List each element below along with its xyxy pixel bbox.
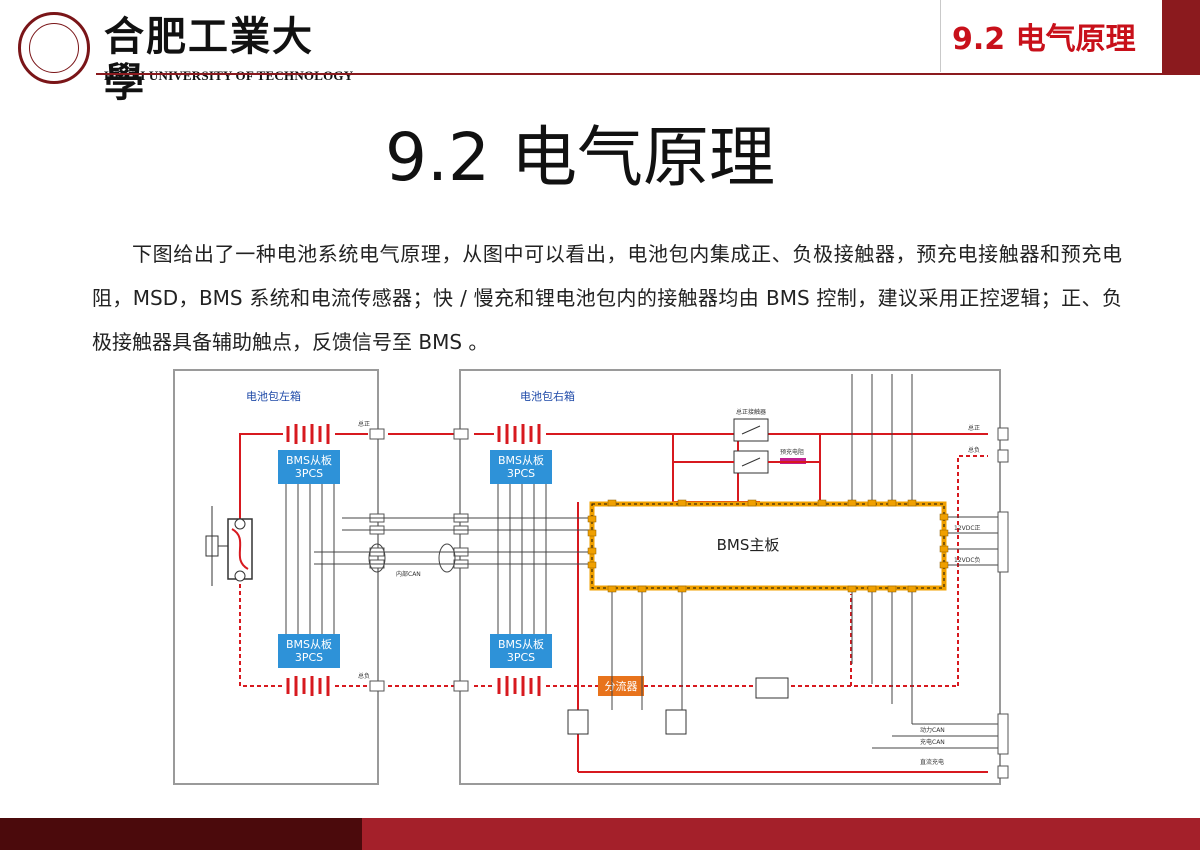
body-paragraph: 下图给出了一种电池系统电气原理，从图中可以看出，电池包内集成正、负极接触器，预充… <box>92 242 1122 354</box>
current-shunt: 分流器 <box>598 676 644 696</box>
seal-inner-ring <box>29 23 79 73</box>
output-connectors <box>997 427 1009 779</box>
slave-right-bottom-line1: BMS从板 <box>498 637 544 651</box>
slave-left-bottom-line1: BMS从板 <box>286 637 332 651</box>
slave-left-bottom-line2: 3PCS <box>295 651 323 664</box>
precharge-contactor <box>733 450 769 474</box>
logo-chinese-name: 合肥工業大學 <box>104 13 314 106</box>
header-divider <box>96 73 1162 75</box>
bms-slave-right-top: BMS从板 3PCS <box>490 450 552 484</box>
shunt-label: 分流器 <box>605 679 638 693</box>
left-battery-box <box>173 369 379 785</box>
cell-stack-left-bottom <box>286 676 330 696</box>
pos-contactor-label: 总正接触器 <box>736 408 766 416</box>
hv-negative-path <box>239 455 988 687</box>
cell-stack-right-top <box>497 424 541 444</box>
university-logo: 合肥工業大學 HEFEI UNIVERSITY OF TECHNOLOGY <box>14 8 354 106</box>
label-total-neg: 总负 <box>968 446 980 454</box>
label-internal-can: 内部CAN <box>396 570 421 578</box>
bms-slave-right-bottom: BMS从板 3PCS <box>490 634 552 668</box>
electrical-schematic: 电池包左箱 电池包右箱 <box>173 369 1009 785</box>
right-battery-box <box>459 369 1001 785</box>
pos-contactor <box>733 418 769 442</box>
label-v12-neg: 12VDC负 <box>954 556 981 564</box>
header-section-title: 9.2 电气原理 <box>952 22 1136 57</box>
footer-bar-red <box>362 818 1200 850</box>
bms-slave-left-top: BMS从板 3PCS <box>278 450 340 484</box>
hv-positive-path <box>239 433 988 773</box>
footer-bar-dark <box>0 818 362 850</box>
label-total-neg-left: 总负 <box>358 672 370 680</box>
lv-signal-lines <box>611 374 1004 749</box>
label-fast-charge: 直流充电 <box>920 758 944 766</box>
slave-right-top-line1: BMS从板 <box>498 453 544 467</box>
can-shield-right <box>438 543 456 573</box>
slave-right-top-line2: 3PCS <box>507 467 535 480</box>
sampling-wires <box>285 484 592 634</box>
bms-main-board: BMS主板 <box>589 501 947 591</box>
bms-slave-left-bottom: BMS从板 3PCS <box>278 634 340 668</box>
label-total-pos-left: 总正 <box>358 420 370 428</box>
header: 合肥工業大學 HEFEI UNIVERSITY OF TECHNOLOGY 9.… <box>0 0 1200 106</box>
label-total-pos: 总正 <box>968 424 980 432</box>
page-title: 9.2 电气原理 <box>385 119 775 196</box>
left-box-label: 电池包左箱 <box>246 389 301 403</box>
aux-switches <box>567 677 789 735</box>
cell-stack-right-bottom <box>497 676 541 696</box>
header-corner-bar <box>1162 0 1200 75</box>
bms-pins <box>587 499 949 593</box>
slave-left-top-line2: 3PCS <box>295 467 323 480</box>
can-shield-left <box>368 543 386 573</box>
label-can-charge: 充电CAN <box>920 738 945 746</box>
university-seal-icon <box>18 12 90 84</box>
cell-stack-left-top <box>286 424 330 444</box>
slave-right-bottom-line2: 3PCS <box>507 651 535 664</box>
label-v12-pos: 12VDC正 <box>954 525 981 532</box>
label-can-power: 动力CAN <box>920 726 945 734</box>
logo-english-name: HEFEI UNIVERSITY OF TECHNOLOGY <box>104 68 354 83</box>
right-box-label: 电池包右箱 <box>520 389 575 403</box>
slave-left-top-line1: BMS从板 <box>286 453 332 467</box>
msd-switch <box>205 506 253 586</box>
precharge-res-label: 预充电阻 <box>780 448 804 456</box>
bms-main-label: BMS主板 <box>717 536 780 554</box>
header-section-tab <box>940 0 1163 72</box>
